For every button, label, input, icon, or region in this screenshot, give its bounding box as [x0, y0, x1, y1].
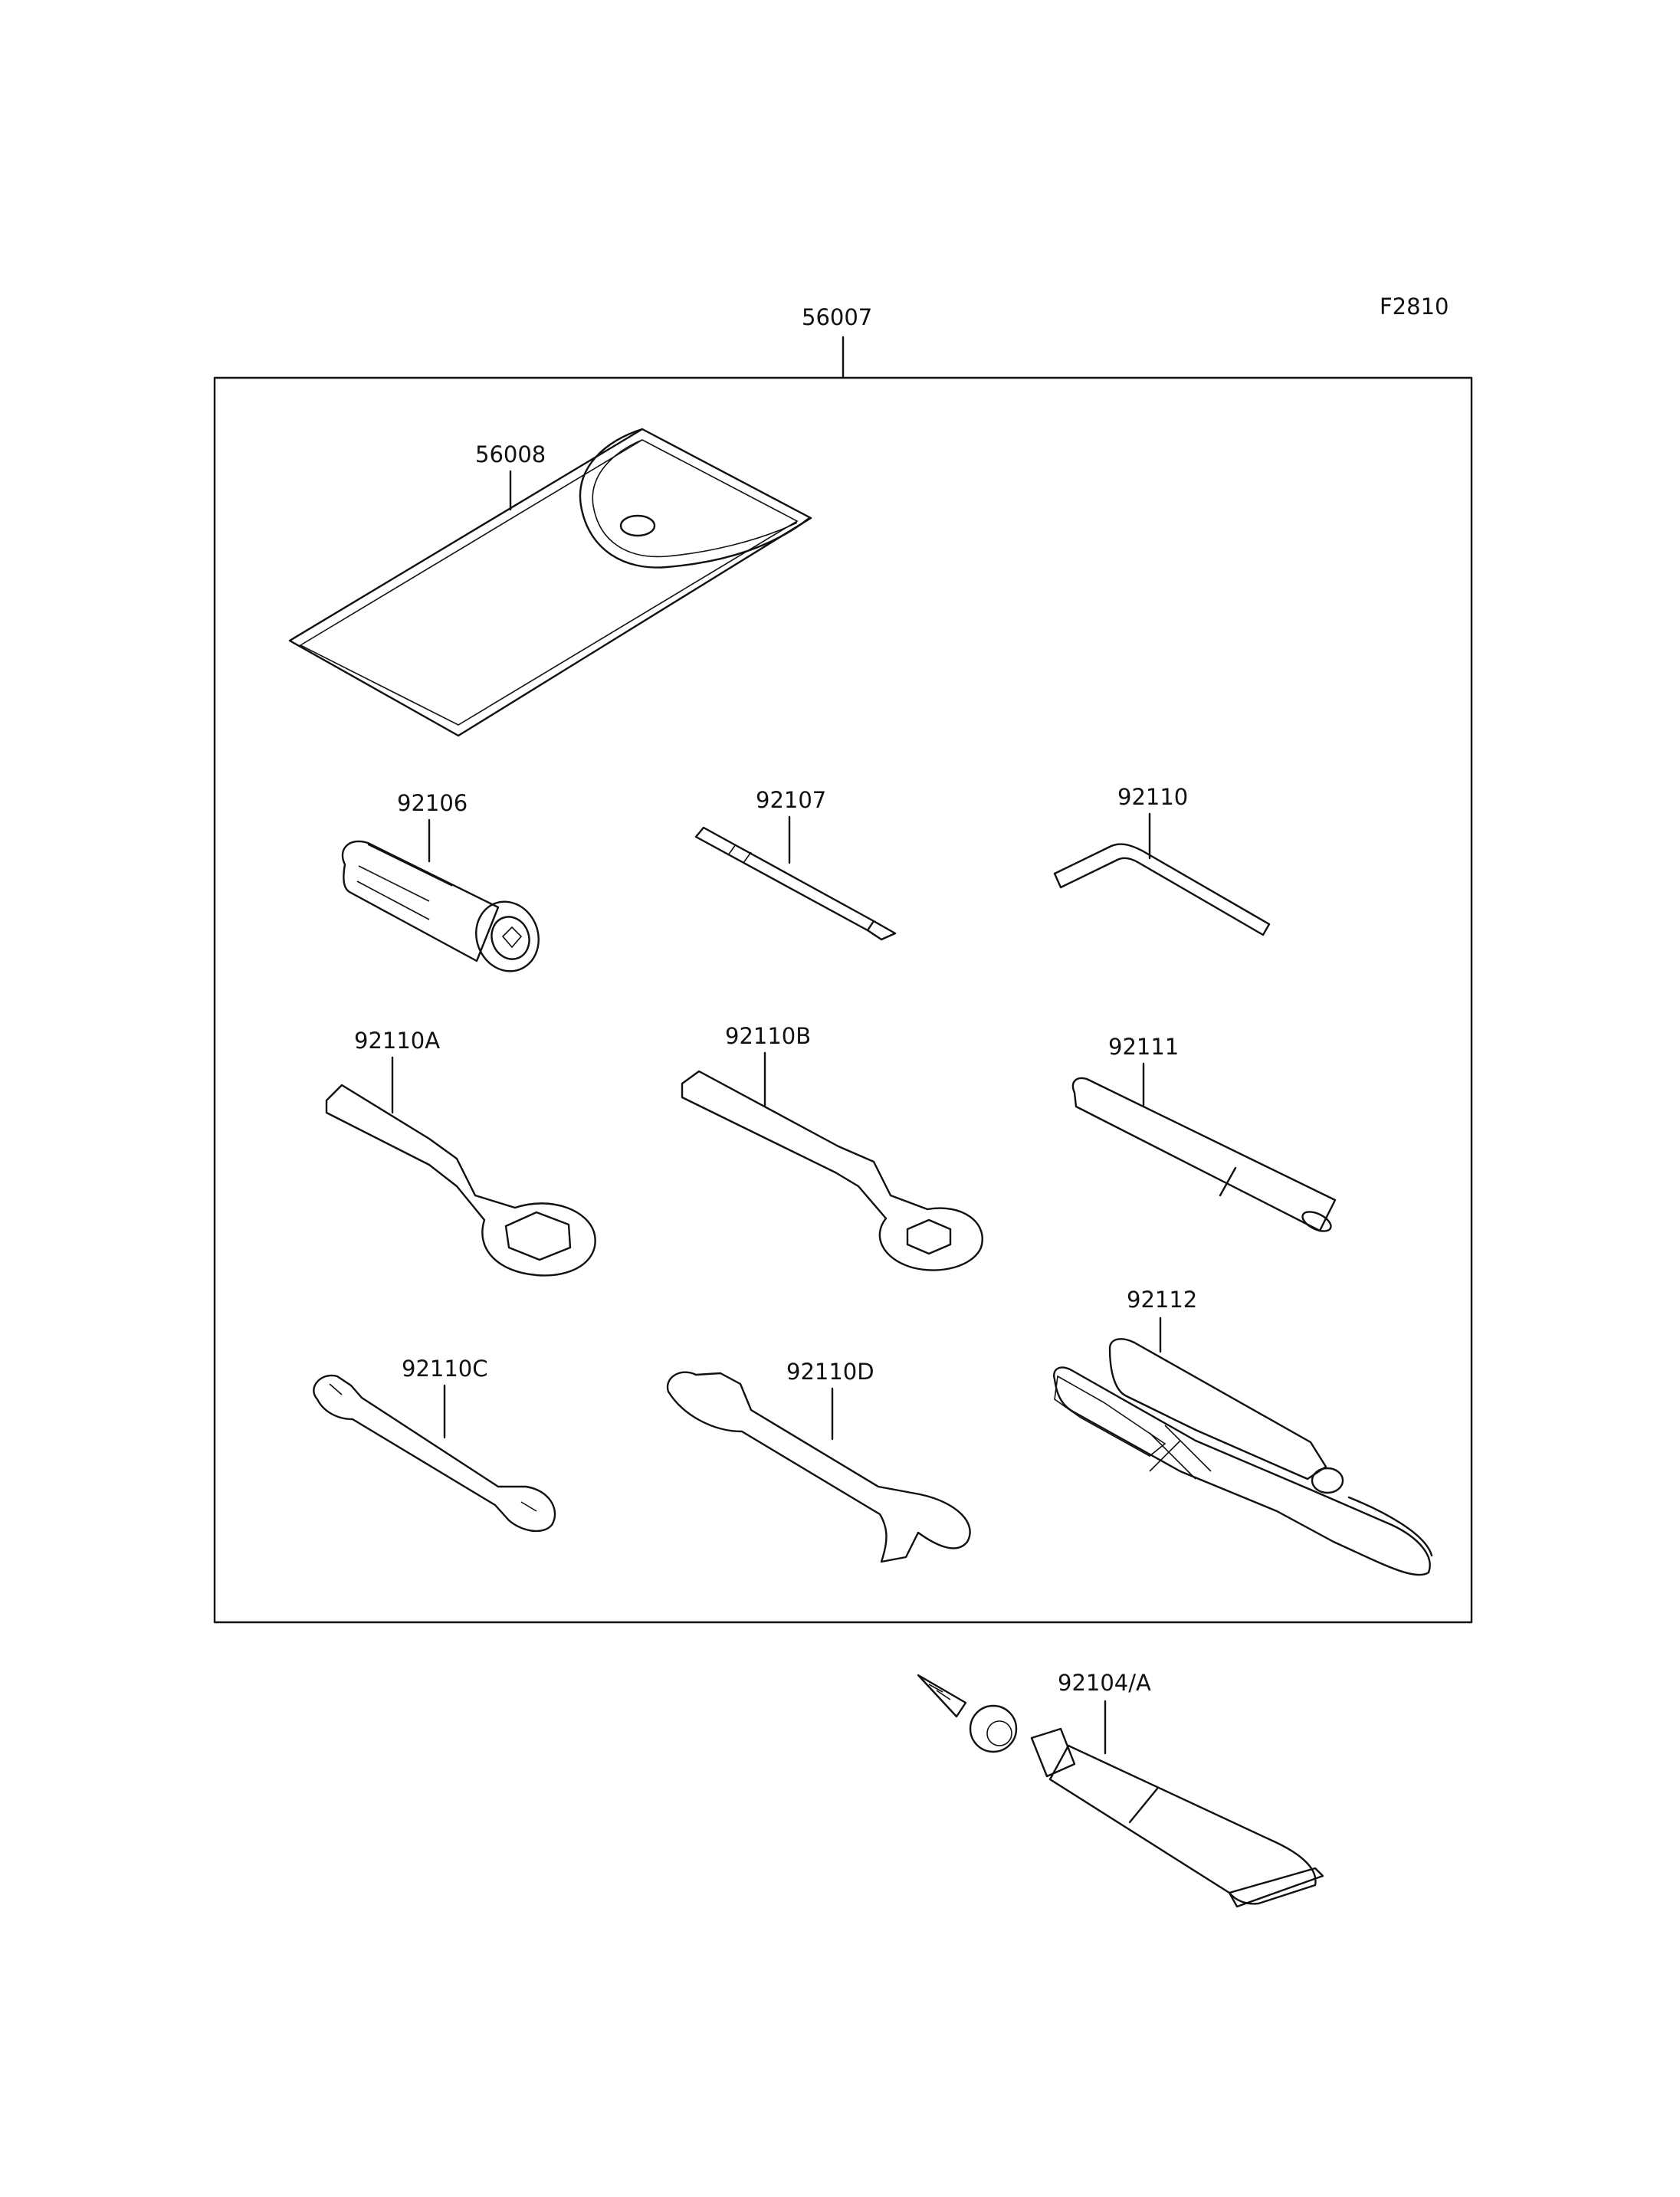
tool-case-drawing — [288, 428, 812, 737]
screwdriver-drawing — [694, 826, 897, 941]
label-92110A: 92110A — [354, 1028, 440, 1054]
label-92110C: 92110C — [402, 1356, 488, 1382]
ring-spanner-a-drawing — [325, 1084, 596, 1277]
label-92110B: 92110B — [725, 1023, 811, 1049]
label-92110D: 92110D — [786, 1359, 874, 1385]
figure-code: F2810 — [1380, 293, 1449, 320]
label-56008: 56008 — [475, 441, 546, 467]
socket-tool-drawing — [341, 840, 540, 972]
tool-kit-frame — [213, 376, 1473, 1624]
label-92110: 92110 — [1117, 784, 1188, 810]
label-92111: 92111 — [1108, 1034, 1179, 1060]
ring-spanner-b-drawing — [681, 1070, 983, 1271]
open-spanner-d-drawing — [666, 1371, 971, 1563]
tube-bar-drawing — [1071, 1077, 1337, 1232]
label-92104A: 92104/A — [1058, 1670, 1151, 1696]
hex-key-drawing — [1053, 843, 1271, 936]
label-92107: 92107 — [756, 787, 826, 813]
label-92106: 92106 — [397, 790, 468, 816]
open-spanner-c-drawing — [313, 1374, 556, 1533]
pliers-drawing — [1053, 1338, 1433, 1576]
grease-tube-drawing — [917, 1674, 1324, 1908]
label-56007: 56007 — [802, 304, 872, 330]
label-92112: 92112 — [1127, 1287, 1197, 1313]
